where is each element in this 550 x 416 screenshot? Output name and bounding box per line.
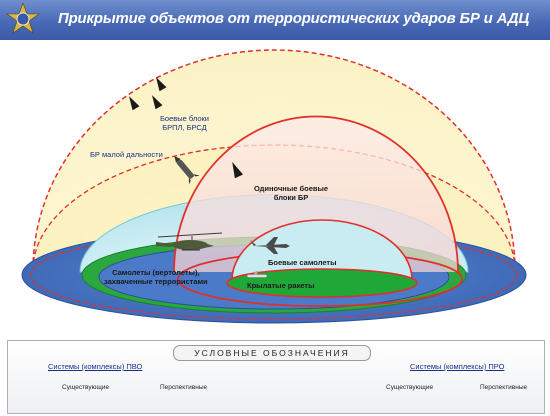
pvo-existing-dome	[231, 219, 413, 281]
warhead-icon	[129, 96, 140, 111]
label-hijacked-aircraft: Самолеты (вертолеты), захваченные террор…	[104, 268, 208, 286]
legend-pvo-prospective-label: Перспективные	[160, 384, 208, 391]
combat-aircraft-icon	[250, 237, 290, 254]
legend-pro-prospective-label: Перспективные	[480, 384, 528, 391]
pro-existing-dome	[173, 115, 459, 273]
pvo-existing-green-core	[226, 268, 418, 298]
legend-pvo-heading: Системы (комплексы) ПВО	[48, 362, 143, 371]
warhead-icon	[152, 95, 163, 110]
legend-title: УСЛОВНЫЕ ОБОЗНАЧЕНИЯ	[173, 345, 371, 361]
label-cruise-missiles: Крылатые ракеты	[247, 281, 315, 290]
emblem-icon	[6, 2, 40, 34]
label-single-warheads: Одиночные боевые блоки БР	[254, 184, 329, 202]
cruise-missile-icon	[246, 271, 268, 278]
warhead-icon	[156, 77, 167, 92]
page-title: Прикрытие объектов от террористических у…	[58, 10, 530, 27]
label-short-range-br: БР малой дальности	[90, 150, 163, 159]
legend-pvo-existing-label: Существующие	[62, 384, 110, 391]
warhead-icon	[232, 161, 244, 179]
helicopter-icon	[156, 232, 223, 251]
label-warheads-brpl: Боевые блоки БРПЛ, БРСД	[160, 114, 209, 132]
legend-pro-heading: Системы (комплексы) ПРО	[410, 362, 505, 371]
short-range-missile-icon	[174, 156, 200, 185]
header-bar: Прикрытие объектов от террористических у…	[0, 0, 550, 40]
label-combat-aircraft: Боевые самолеты	[268, 258, 337, 267]
legend-pro-existing-label: Существующие	[386, 384, 434, 391]
